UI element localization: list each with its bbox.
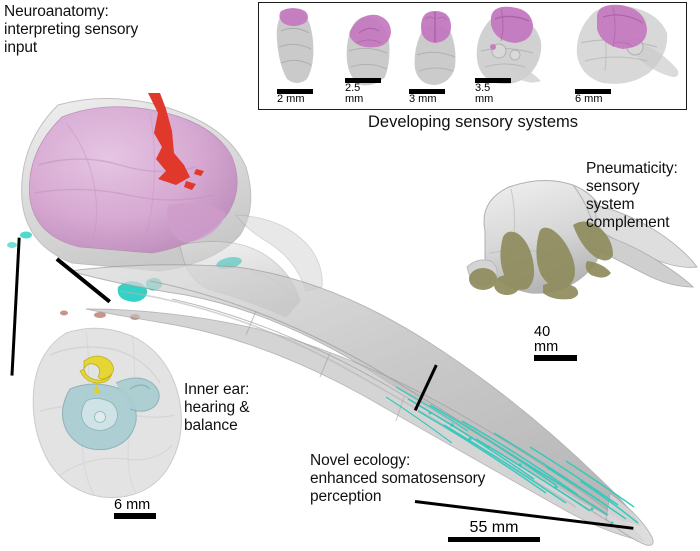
scale-bar-main-skull-label: 55 mm bbox=[469, 519, 519, 536]
embryo-scale-bar-1: 2 mm bbox=[277, 89, 313, 106]
embryo-stage-2 bbox=[341, 11, 395, 87]
embryo-stage-5 bbox=[569, 3, 681, 87]
embryo-stage-3 bbox=[407, 9, 463, 87]
embryo-scale-label-4: 3.5 mm bbox=[475, 81, 494, 106]
vascular-structure bbox=[148, 93, 204, 190]
label-neuroanatomy: Neuroanatomy: interpreting sensory input bbox=[4, 3, 139, 56]
scale-bar-inner-ear: 6 mm bbox=[114, 497, 156, 520]
embryo-scale-rule-3 bbox=[409, 89, 445, 95]
label-pneumaticity: Pneumaticity: sensory system complement bbox=[586, 160, 678, 231]
embryo-scale-bar-5: 6 mm bbox=[575, 89, 611, 106]
embryo-stage-1 bbox=[271, 7, 319, 87]
embryo-scale-label-1: 2 mm bbox=[277, 93, 305, 106]
embryo-scale-label-2: 2.5 mm bbox=[345, 81, 364, 106]
inset-caption: Developing sensory systems bbox=[367, 113, 578, 131]
bony-labyrinth bbox=[62, 377, 160, 451]
embryo-scale-label-3: 3 mm bbox=[409, 93, 437, 106]
scale-bar-main-skull: 55 mm bbox=[448, 519, 540, 542]
main-skull-render bbox=[0, 93, 700, 551]
pneumatic-sinuses bbox=[469, 221, 613, 300]
embryo-scale-bar-2: 2.5 mm bbox=[345, 77, 381, 106]
inner-ear-render bbox=[20, 325, 195, 510]
somatosensory-nerve-canals bbox=[385, 386, 639, 524]
embryo-scale-rule-4 bbox=[475, 77, 511, 83]
scale-bar-pneumaticity-label: 40 mm bbox=[534, 324, 559, 356]
embryo-stage-4 bbox=[471, 6, 547, 87]
developing-sensory-inset-panel: 2 mm 2.5 mm bbox=[258, 2, 687, 110]
embryo-scale-label-5: 6 mm bbox=[575, 93, 603, 106]
embryo-scale-rule-1 bbox=[277, 89, 313, 95]
embryo-scale-rule-5 bbox=[575, 89, 611, 95]
scale-bar-pneumaticity: 40 mm bbox=[534, 324, 577, 362]
scale-bar-inner-ear-rule bbox=[114, 513, 156, 520]
embryo-scale-bar-3: 3 mm bbox=[409, 89, 445, 106]
middle-ear-ossicle bbox=[79, 355, 114, 393]
embryo-scale-rule-2 bbox=[345, 77, 381, 83]
scale-bar-pneumaticity-rule bbox=[534, 355, 577, 362]
brain-endocast bbox=[29, 106, 238, 254]
pneumaticity-render bbox=[455, 175, 700, 320]
label-novel-ecology: Novel ecology: enhanced somatosensory pe… bbox=[310, 452, 486, 505]
embryo-scale-bar-4: 3.5 mm bbox=[475, 77, 511, 106]
scale-bar-inner-ear-label: 6 mm bbox=[114, 497, 151, 513]
label-inner-ear: Inner ear: hearing & balance bbox=[184, 381, 250, 434]
scale-bar-main-skull-rule bbox=[448, 536, 540, 542]
